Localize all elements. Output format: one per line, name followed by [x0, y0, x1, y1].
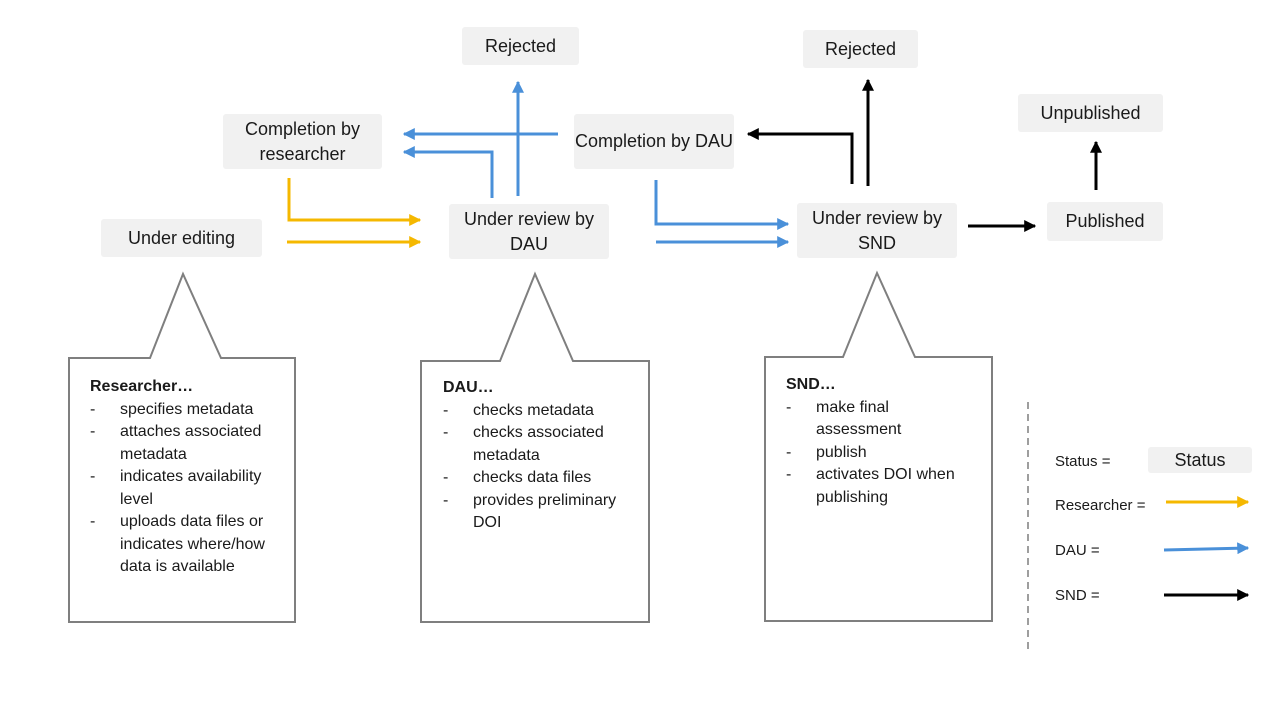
status-under-editing: Under editing — [101, 219, 262, 257]
status-under-review-by-dau: Under review by DAU — [449, 204, 609, 259]
snd-task: make final assessment — [786, 397, 976, 442]
legend-snd-label: SND = — [1055, 587, 1100, 604]
researcher-task: indicates availability level — [90, 466, 290, 511]
dau-panel: DAU… checks metadata checks associated m… — [443, 377, 643, 535]
snd-panel: SND… make final assessment publish activ… — [786, 374, 976, 509]
dau-panel-title: DAU… — [443, 379, 494, 396]
snd-task: publish — [786, 442, 976, 465]
legend-dau-arrow — [1163, 542, 1250, 555]
legend-status-box: Status — [1148, 447, 1252, 473]
dau-arrow-to-completion-2 — [402, 146, 494, 198]
legend-dau-label: DAU = — [1055, 542, 1100, 559]
status-rejected-snd: Rejected — [803, 30, 918, 68]
legend-status-label: Status = — [1055, 453, 1111, 470]
status-completion-by-researcher: Completion by researcher — [223, 114, 382, 169]
dau-arrow-to-snd — [654, 180, 790, 230]
researcher-arrow-submit — [287, 178, 422, 226]
status-under-review-by-snd: Under review by SND — [797, 203, 957, 258]
status-completion-by-dau: Completion by DAU — [574, 114, 734, 169]
status-published: Published — [1047, 202, 1163, 241]
status-rejected-dau: Rejected — [462, 27, 579, 65]
dau-task: checks data files — [443, 467, 643, 490]
researcher-task: attaches associated metadata — [90, 421, 290, 466]
researcher-panel-title: Researcher… — [90, 378, 194, 395]
status-unpublished: Unpublished — [1018, 94, 1163, 132]
dau-task: checks associated metadata — [443, 422, 643, 467]
dau-task: provides preliminary DOI — [443, 490, 643, 535]
legend-researcher-label: Researcher = — [1055, 497, 1146, 514]
researcher-task: specifies metadata — [90, 399, 290, 422]
researcher-panel: Researcher… specifies metadata attaches … — [90, 376, 290, 579]
snd-arrow-to-completion — [746, 128, 854, 184]
researcher-task: uploads data files or indicates where/ho… — [90, 511, 290, 579]
dau-task: checks metadata — [443, 400, 643, 423]
snd-task: activates DOI when publishing — [786, 464, 976, 509]
snd-panel-title: SND… — [786, 376, 836, 393]
